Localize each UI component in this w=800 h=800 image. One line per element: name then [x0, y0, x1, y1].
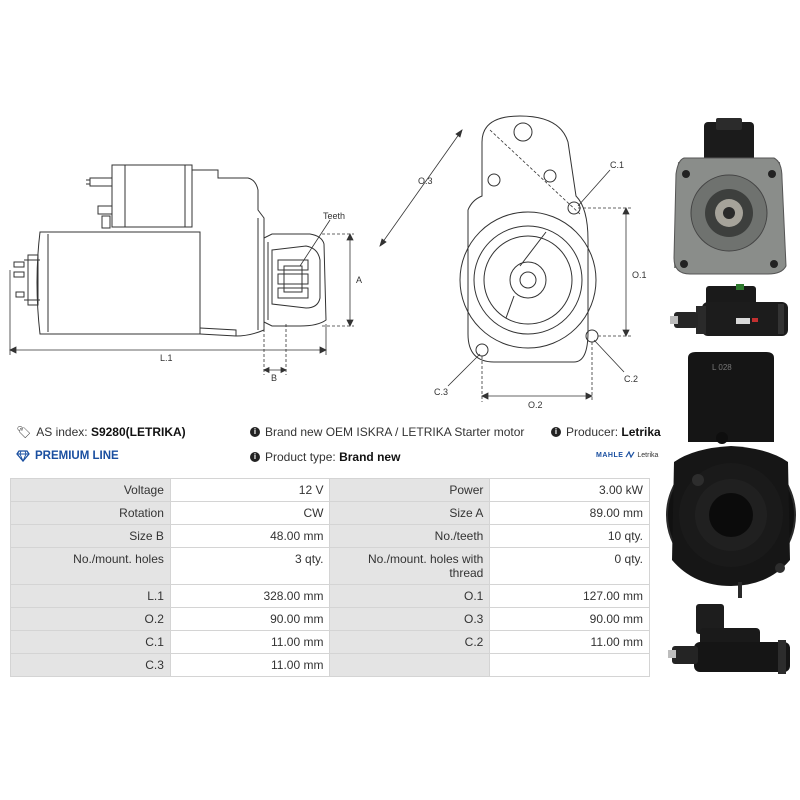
spec-label: C.2 — [329, 630, 491, 654]
dimension-o2-label: O.2 — [528, 400, 543, 410]
description: i Brand new OEM ISKRA / LETRIKA Starter … — [250, 425, 524, 439]
spec-value: 10 qty. — [489, 524, 650, 548]
as-index-label: AS index: — [36, 425, 88, 439]
table-row: Rotation CW Size A 89.00 mm — [10, 501, 650, 525]
spec-label: C.1 — [10, 630, 171, 654]
table-row: O.2 90.00 mm O.3 90.00 mm — [10, 607, 650, 631]
spec-label: Voltage — [10, 478, 171, 502]
dimension-c2-label: C.2 — [624, 374, 638, 384]
spec-value: 127.00 mm — [489, 584, 650, 608]
producer: i Producer: Letrika — [551, 425, 661, 439]
info-icon: i — [551, 427, 561, 437]
dimension-o3-label: O.3 — [418, 176, 433, 186]
producer-value: Letrika — [621, 425, 661, 439]
spec-value: 48.00 mm — [169, 524, 331, 548]
spec-label: O.3 — [329, 607, 491, 631]
spec-value: 11.00 mm — [169, 630, 331, 654]
spec-label: O.2 — [10, 607, 171, 631]
product-type-label: Product type: — [265, 450, 336, 464]
premium-line: PREMIUM LINE — [16, 450, 119, 462]
spec-value — [489, 653, 650, 677]
product-photo-front — [673, 118, 787, 275]
table-row: Size B 48.00 mm No./teeth 10 qty. — [10, 524, 650, 548]
letrika-wave-icon — [625, 451, 635, 459]
table-row: L.1 328.00 mm O.1 127.00 mm — [10, 584, 650, 608]
spec-label: No./teeth — [329, 524, 491, 548]
dimension-a-label: A — [356, 275, 362, 285]
spec-label: No./mount. holes — [10, 547, 171, 585]
tags-icon: 🏷 — [16, 425, 32, 439]
table-row: C.1 11.00 mm C.2 11.00 mm — [10, 630, 650, 654]
product-type-value: Brand new — [339, 450, 401, 464]
dimension-l1-label: L.1 — [160, 353, 173, 363]
product-photo-front-black: L 028 — [666, 352, 796, 598]
brand-logo-left: MAHLE — [596, 451, 624, 459]
as-index-value: S9280(LETRIKA) — [90, 425, 186, 439]
spec-label — [329, 653, 491, 677]
spec-value: 11.00 mm — [489, 630, 650, 654]
front-view-drawing: O.3 C.1 O.1 C.3 C.2 O.2 — [379, 115, 647, 410]
spec-value: 90.00 mm — [489, 607, 650, 631]
spec-value: 3.00 kW — [489, 478, 650, 502]
spec-value: 90.00 mm — [169, 607, 331, 631]
table-row: C.3 11.00 mm — [10, 653, 650, 677]
table-row: No./mount. holes 3 qty. No./mount. holes… — [10, 547, 650, 585]
spec-label: Rotation — [10, 501, 171, 525]
dimension-c1-label: C.1 — [610, 160, 624, 170]
info-icon: i — [250, 452, 260, 462]
producer-label: Producer: — [566, 425, 619, 439]
dimension-c3-label: C.3 — [434, 387, 448, 397]
spec-label: O.1 — [329, 584, 491, 608]
premium-line-label: PREMIUM LINE — [35, 450, 119, 462]
diamond-icon — [16, 450, 30, 462]
spec-value: 11.00 mm — [169, 653, 331, 677]
spec-value: 89.00 mm — [489, 501, 650, 525]
product-type: i Product type: Brand new — [250, 450, 400, 464]
spec-value: 12 V — [169, 478, 331, 502]
description-text: Brand new OEM ISKRA / LETRIKA Starter mo… — [265, 425, 525, 439]
as-index: 🏷 AS index: S9280(LETRIKA) — [16, 425, 186, 439]
dimension-o1-label: O.1 — [632, 270, 647, 280]
front-photo-label: L 028 — [712, 363, 732, 372]
spec-label: C.3 — [10, 653, 171, 677]
spec-value: CW — [169, 501, 331, 525]
brand-logo: MAHLE Letrika — [596, 451, 658, 459]
spec-label: No./mount. holes with thread — [329, 547, 491, 585]
spec-label: Size A — [329, 501, 491, 525]
product-photo-side-cover — [668, 604, 790, 674]
product-photo-side — [670, 284, 788, 336]
spec-label: L.1 — [10, 584, 171, 608]
spec-value: 328.00 mm — [169, 584, 331, 608]
spec-value: 3 qty. — [169, 547, 331, 585]
teeth-label: Teeth — [323, 211, 345, 221]
specs-table: Voltage 12 V Power 3.00 kW Rotation CW S… — [10, 478, 650, 677]
spec-label: Size B — [10, 524, 171, 548]
spec-value: 0 qty. — [489, 547, 650, 585]
info-icon: i — [250, 427, 260, 437]
dimension-b-label: B — [271, 373, 277, 383]
table-row: Voltage 12 V Power 3.00 kW — [10, 478, 650, 502]
brand-logo-right: Letrika — [637, 451, 659, 459]
side-view-drawing: Teeth A L.1 B — [9, 164, 362, 383]
spec-label: Power — [329, 478, 491, 502]
